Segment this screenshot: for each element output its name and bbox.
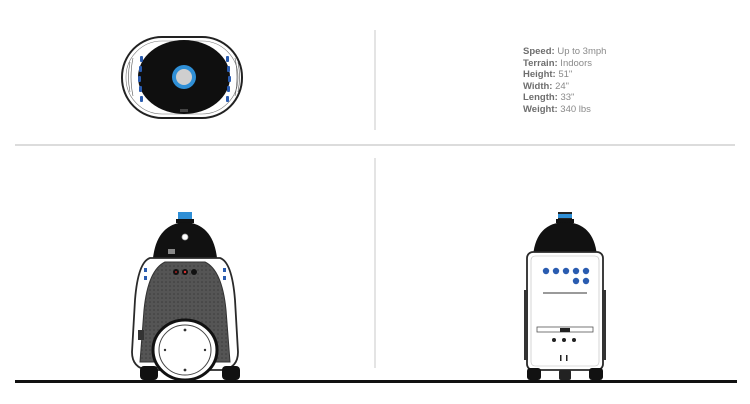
robot-front-view xyxy=(131,212,240,382)
spec-value: 340 lbs xyxy=(557,103,591,115)
spec-speed: Speed: Up to 3mph xyxy=(523,46,606,58)
spec-value: 24" xyxy=(552,80,570,92)
spec-label: Terrain: xyxy=(523,57,558,69)
spec-label: Weight: xyxy=(523,103,558,115)
robot-rear-view xyxy=(524,212,606,380)
spec-terrain: Terrain: Indoors xyxy=(523,58,606,70)
spec-length: Length: 33" xyxy=(523,92,606,104)
ground-line xyxy=(15,380,737,383)
spec-weight: Weight: 340 lbs xyxy=(523,104,606,116)
spec-value: Indoors xyxy=(557,57,592,69)
robot-top-view xyxy=(121,36,243,119)
spec-value: 51" xyxy=(555,69,573,81)
spec-list: Speed: Up to 3mph Terrain: Indoors Heigh… xyxy=(523,46,606,116)
spec-width: Width: 24" xyxy=(523,81,606,93)
spec-value: 33" xyxy=(557,92,575,104)
spec-label: Length: xyxy=(523,92,558,104)
spec-height: Height: 51" xyxy=(523,69,606,81)
spec-label: Width: xyxy=(523,80,553,92)
spec-value: Up to 3mph xyxy=(554,46,607,57)
spec-label: Height: xyxy=(523,69,556,81)
spec-label: Speed: xyxy=(523,46,555,57)
